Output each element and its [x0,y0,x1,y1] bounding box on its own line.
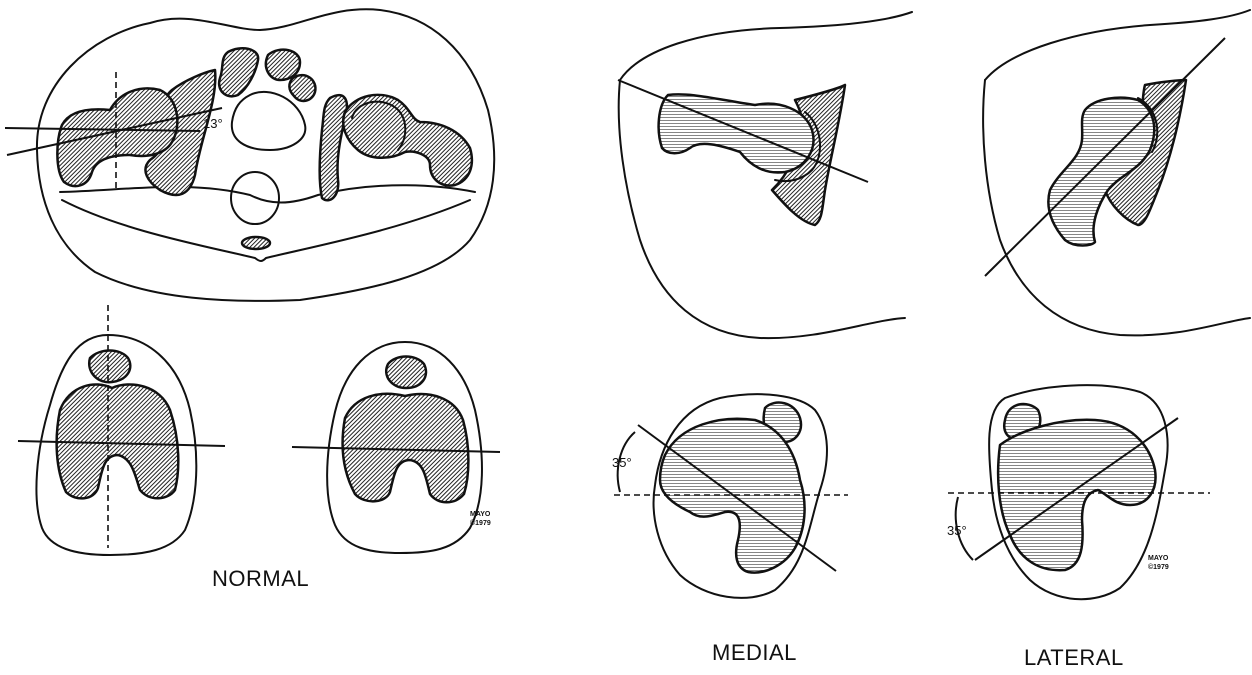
medial-label: MEDIAL [712,640,797,665]
lateral-hip-section [983,10,1250,335]
medial-hip-section [618,12,912,338]
normal-label: NORMAL [212,566,309,591]
ilium-right [320,95,347,200]
normal-pelvis-section: 13° [5,9,494,301]
copyright-mark: ©1979 [1148,563,1169,571]
hip-outline [985,10,1250,80]
normal-knee-right: MAYO ©1979 [292,342,500,553]
pubic-bone-center [266,50,300,80]
pubic-bone-left [219,48,258,96]
patella [89,351,130,383]
copyright-mark: MAYO [1148,555,1169,562]
copyright-mark: MAYO [470,511,491,518]
femoral-condyles [998,420,1155,570]
coccyx-bone [242,237,270,249]
medial-angle-label: 35° [612,455,632,470]
lateral-label: LATERAL [1024,645,1124,670]
lateral-knee-section: 35° MAYO ©1979 [947,385,1210,599]
medial-knee-section: 35° [612,394,848,598]
normal-knee-left [18,305,225,555]
femoral-neck-axis-lateral [985,38,1225,276]
pelvic-opening-upper [232,92,306,150]
patella [386,357,426,389]
pubic-bone-right [289,75,315,101]
hip-angle-label: 13° [203,116,223,131]
lateral-angle-label: 35° [947,523,967,538]
perineal-fold-curve [60,185,475,202]
perineal-fold-curve [62,200,470,261]
hip-outline [620,12,912,80]
femoral-head-right [343,95,472,186]
copyright-mark: ©1979 [470,519,491,527]
